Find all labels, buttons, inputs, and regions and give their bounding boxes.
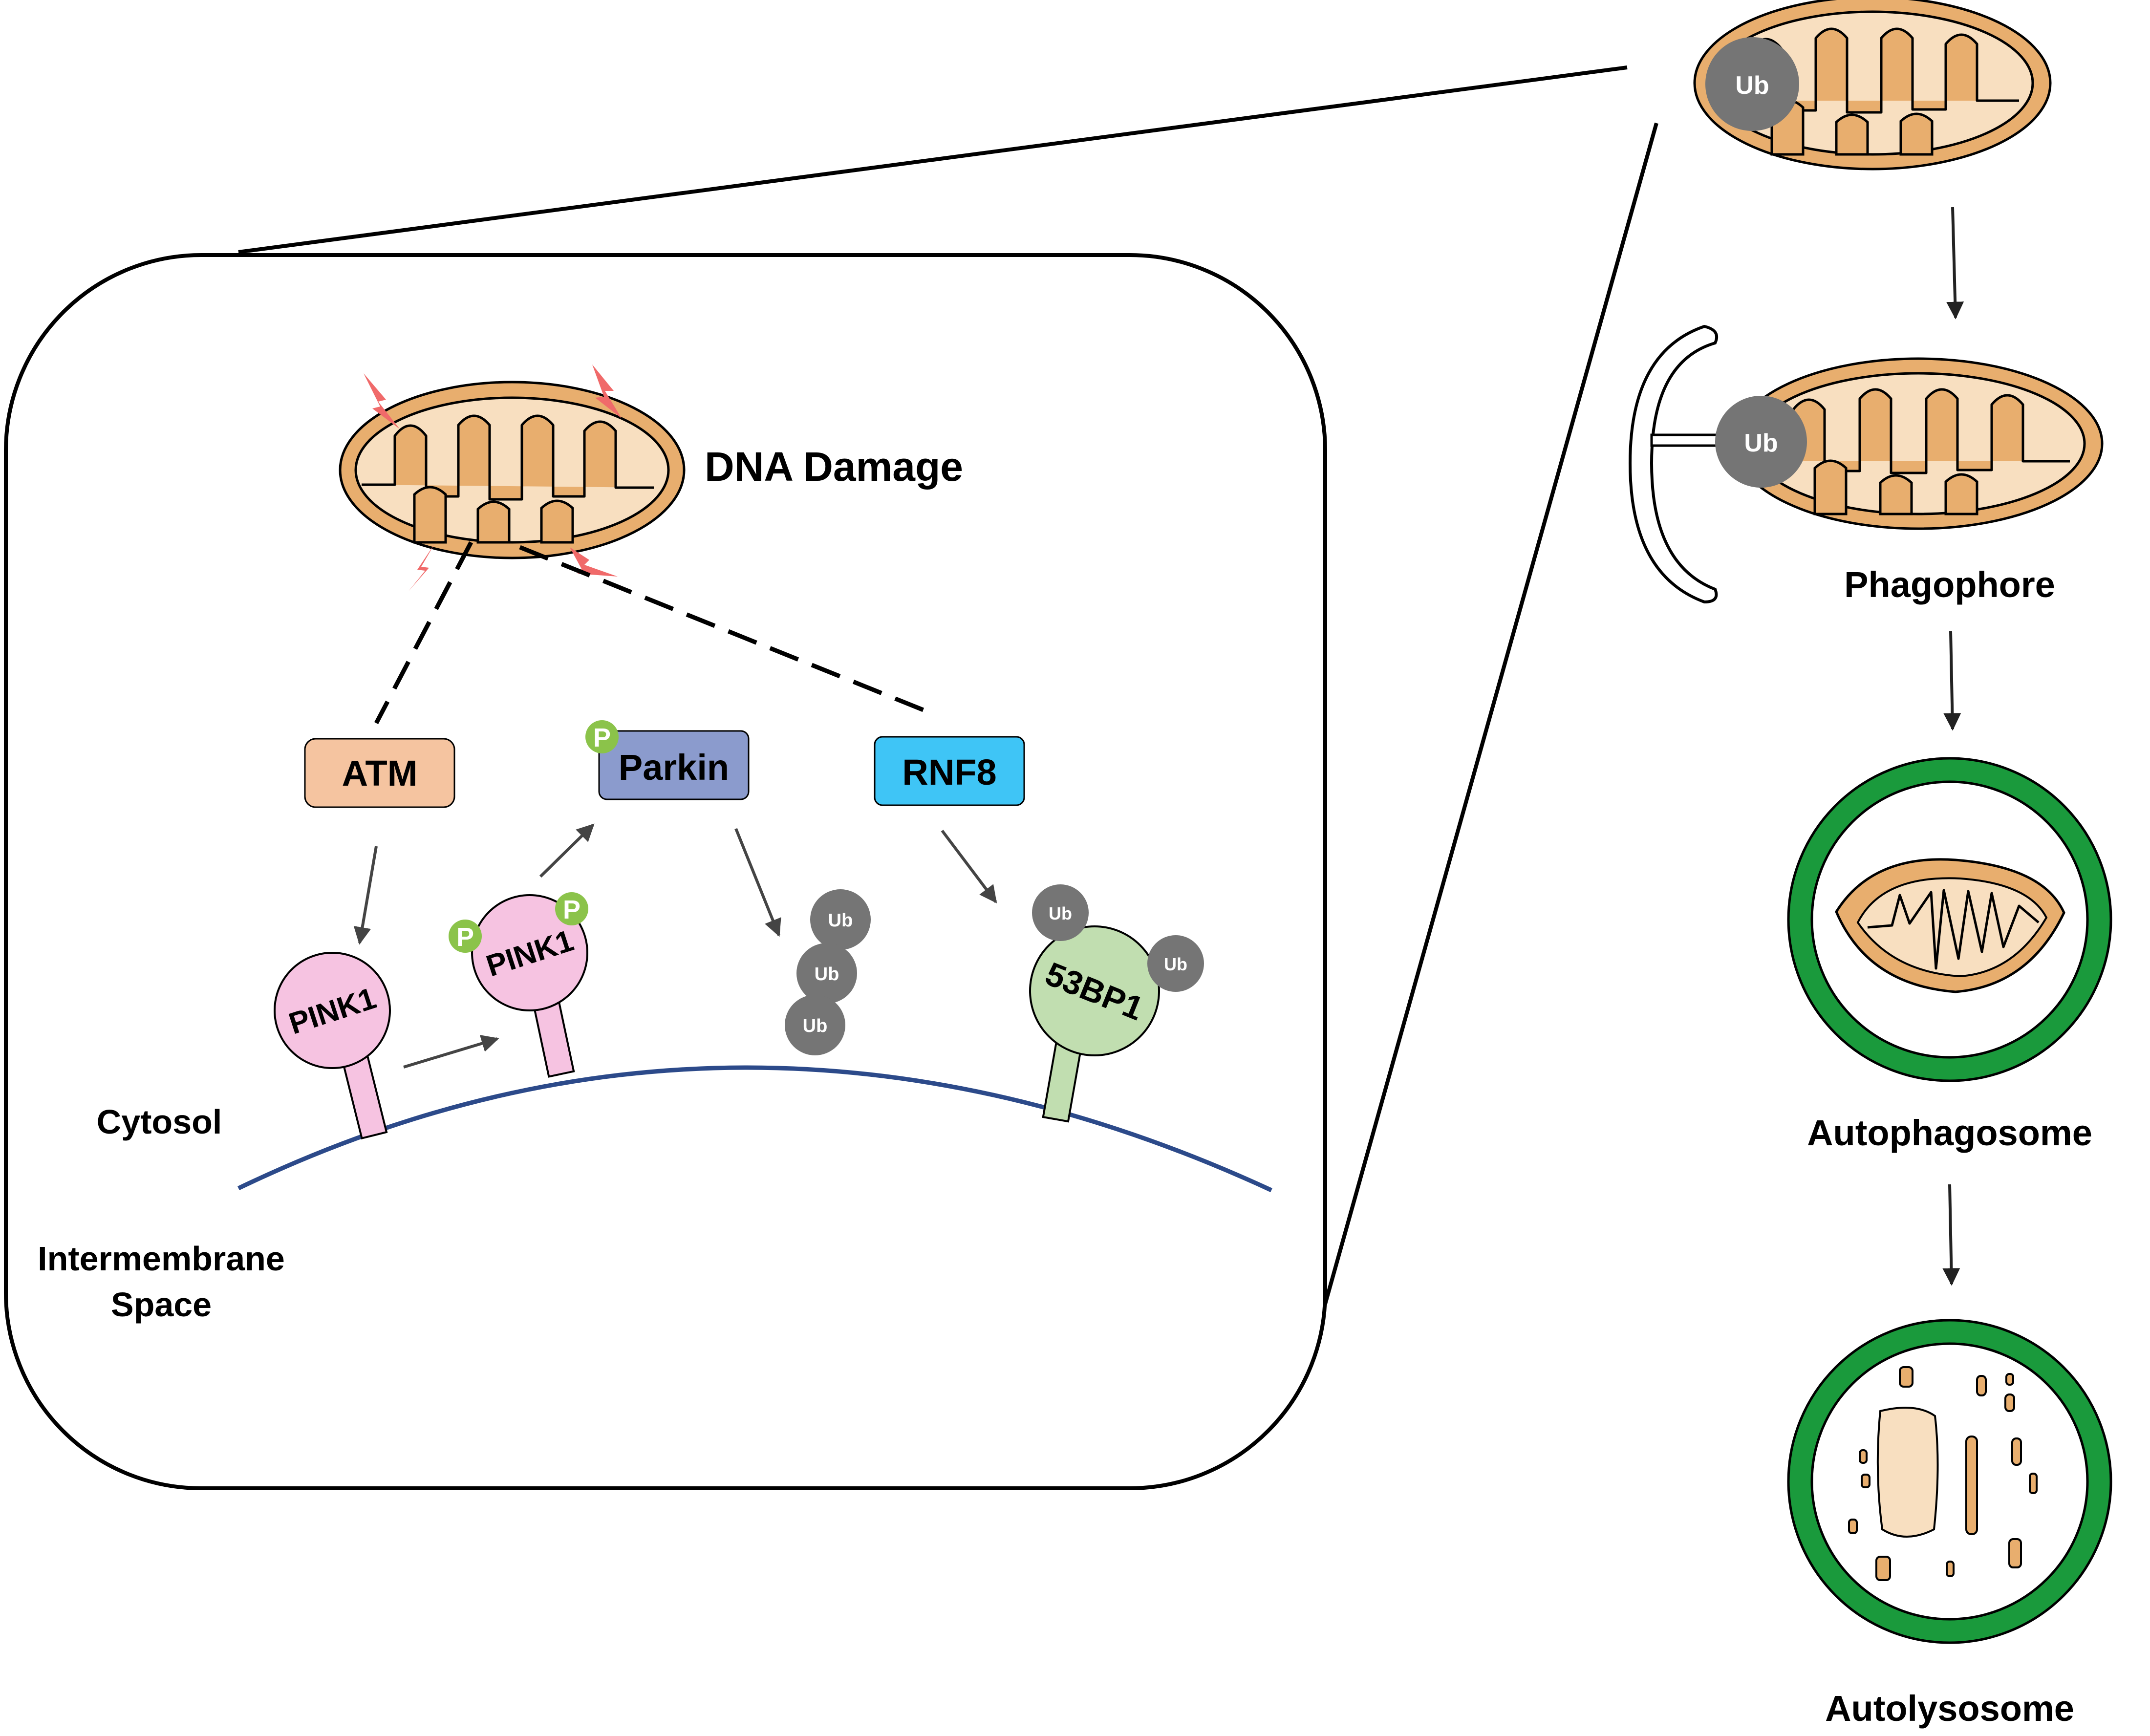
arrow-pink1p-parkin: [539, 823, 595, 878]
phagophore-membrane: [1628, 324, 1719, 604]
arrow-to-phagophore: [1946, 207, 1964, 320]
pink1-protein: PINK1: [274, 952, 391, 1140]
space-label: Space: [111, 1286, 212, 1324]
dna-damage-bolt-3: [408, 543, 435, 591]
rnf8-box: RNF8: [874, 736, 1025, 806]
pink1-phosphorylated-protein: PINK1 P P: [449, 892, 588, 1078]
zoom-line-bottom: [1313, 122, 1658, 1340]
arrow-atm-pink1: [353, 846, 378, 945]
arrow-to-autolysosome: [1942, 1184, 1960, 1286]
arrow-pink1-pink1p: [403, 1035, 499, 1069]
53bp1-ub-2-label: Ub: [1164, 954, 1187, 974]
atm-box: ATM: [304, 738, 455, 808]
intermembrane-label: Intermembrane: [38, 1240, 285, 1278]
parkin-box: Parkin P: [585, 720, 750, 800]
zoom-panel: [4, 253, 1327, 1490]
parkin-phospho-label: P: [593, 723, 611, 752]
ub-phagophore: [1715, 396, 1807, 488]
arrow-to-autophagosome: [1943, 631, 1961, 731]
parkin-phospho: [585, 720, 619, 753]
ub-chain-1-label: Ub: [828, 910, 853, 931]
53bp1-ub-2: [1147, 935, 1204, 992]
dna-damage-bolt-4: [570, 547, 618, 577]
ub-right-1-label: Ub: [1735, 71, 1769, 100]
cytosol-label: Cytosol: [97, 1103, 222, 1141]
dashed-line-rnf8: [519, 545, 925, 713]
ubiquitinated-mitochondrion: [1693, 0, 2052, 171]
rnf8-label: RNF8: [902, 752, 996, 793]
ub-right-1: [1705, 37, 1799, 131]
damaged-mitochondrion: [339, 381, 686, 559]
pink1-phospho-1-label: P: [456, 922, 474, 952]
ub-chain-2: [796, 943, 857, 1004]
dna-damage-bolt-1: [364, 373, 400, 429]
ub-chain-1: [810, 889, 871, 950]
ub-chain-2-label: Ub: [815, 964, 839, 985]
phagophore-label: Phagophore: [1844, 564, 2055, 605]
arrow-parkin-ub: [734, 828, 781, 937]
phagophore-mitochondrion: [1733, 357, 2104, 530]
arrow-rnf8-53bp1: [941, 830, 997, 903]
ub-chain-3: [785, 995, 845, 1055]
autophagosome-mitochondrion: [1835, 858, 2065, 993]
dna-damage-bolt-2: [592, 364, 622, 418]
zoom-line-top: [238, 65, 1628, 254]
autophagosome-label: Autophagosome: [1807, 1113, 2092, 1153]
autolysosome-fragments: [1848, 1366, 2038, 1581]
autolysosome-inner: [1810, 1342, 2089, 1621]
53bp1-ub-1-label: Ub: [1049, 903, 1072, 923]
53bp1-ub-1: [1032, 884, 1089, 941]
atm-label: ATM: [342, 753, 418, 793]
parkin-label: Parkin: [619, 747, 729, 788]
mitochondrial-outer-membrane: [237, 1065, 1272, 1193]
ubiquitin-chain: Ub Ub Ub: [785, 889, 871, 1055]
pink1-phospho-2-label: P: [563, 895, 580, 924]
53bp1-protein: 53BP1 Ub Ub: [1029, 884, 1204, 1123]
dashed-line-atm: [374, 541, 473, 725]
ub-chain-3-label: Ub: [803, 1016, 828, 1036]
dna-damage-label: DNA Damage: [705, 444, 963, 490]
autolysosome-label: Autolysosome: [1825, 1688, 2074, 1729]
pink1-phospho-2: [555, 892, 588, 925]
pink1-phospho-1: [449, 920, 482, 953]
ub-phagophore-label: Ub: [1744, 429, 1778, 457]
